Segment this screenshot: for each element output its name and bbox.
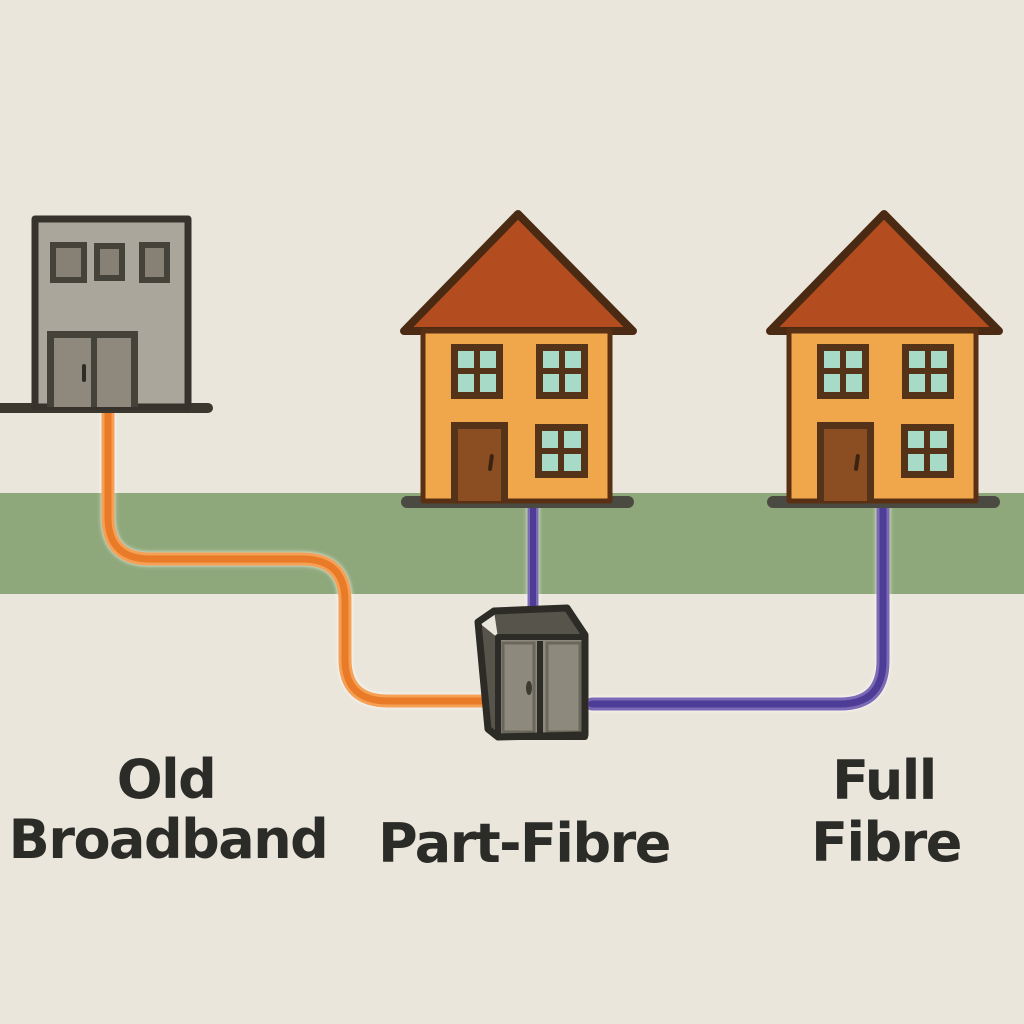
- label-part-fibre: Part-Fibre: [378, 812, 670, 875]
- label-old-broadband-line2: Broadband: [9, 808, 328, 871]
- street-cabinet-icon: [474, 604, 589, 741]
- window-icon: [50, 242, 87, 283]
- window-icon: [139, 242, 170, 283]
- window-icon: [94, 243, 125, 281]
- full-fibre-cable: [585, 493, 890, 711]
- captions: Old Broadband Part-Fibre Full Fibre: [9, 748, 963, 875]
- label-old-broadband-line1: Old: [117, 748, 216, 811]
- grass-strip: [0, 493, 1024, 594]
- old-broadband-cable: [101, 397, 507, 708]
- exchange-building-icon: [0, 215, 213, 413]
- cabinet-top: [494, 608, 585, 638]
- label-full-fibre-line1: Full: [832, 749, 936, 812]
- double-door-icon: [47, 331, 138, 407]
- label-full-fibre-line2: Fibre: [811, 811, 961, 874]
- cabinet-keyhole: [526, 681, 532, 695]
